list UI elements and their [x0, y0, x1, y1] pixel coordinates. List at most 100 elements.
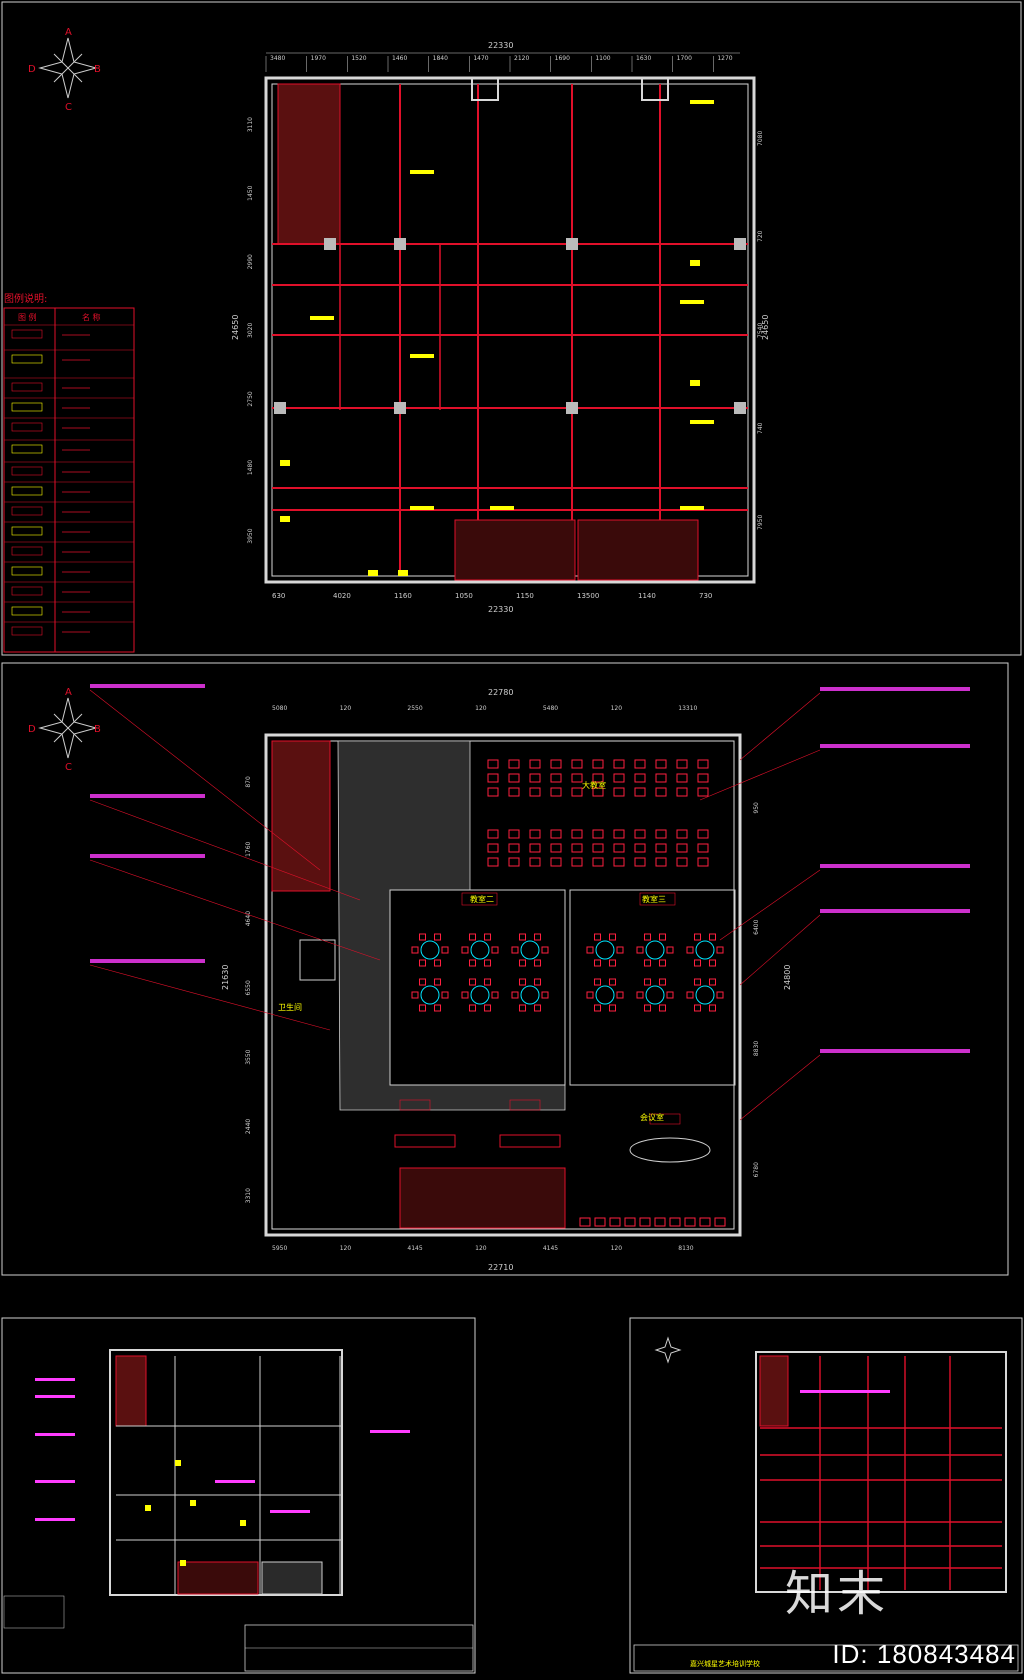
- dim-left: 1480: [247, 460, 254, 475]
- table-chair: [419, 1004, 426, 1012]
- classroom-chair: [676, 857, 688, 867]
- round-table: [420, 940, 440, 960]
- legend-symbol: [11, 382, 43, 392]
- classroom-chair: [487, 759, 499, 769]
- legend-title: 图例说明:: [4, 292, 47, 305]
- round-table: [595, 985, 615, 1005]
- compass-c: C: [65, 102, 72, 113]
- classroom-chair: [487, 843, 499, 853]
- round-table: [645, 940, 665, 960]
- ceiling-height-tag: [490, 506, 514, 510]
- bench-seat: [669, 1217, 681, 1227]
- classroom-chair: [655, 759, 667, 769]
- table-chair: [534, 959, 541, 967]
- dim-top: 120: [611, 705, 623, 712]
- classroom-chair: [697, 857, 709, 867]
- fixture-tag: [180, 1560, 186, 1566]
- dim-left: 1450: [247, 185, 254, 200]
- annotation-leader: [89, 689, 321, 871]
- table-chair: [709, 933, 716, 941]
- ceiling-height-tag: [310, 316, 334, 320]
- classroom-chair: [676, 787, 688, 797]
- compass-a: A: [65, 27, 72, 38]
- dim-bottom: 120: [340, 1245, 352, 1252]
- table-chair: [511, 946, 519, 954]
- table-chair: [644, 933, 651, 941]
- structural-column: [734, 238, 746, 250]
- table-chair: [461, 946, 469, 954]
- classroom-chair: [655, 787, 667, 797]
- plan2-total-bottom: 22710: [488, 1263, 513, 1272]
- classroom-chair: [697, 787, 709, 797]
- classroom-chair: [676, 829, 688, 839]
- structural-column: [734, 402, 746, 414]
- table-chair: [534, 978, 541, 986]
- classroom-chair: [613, 773, 625, 783]
- legend-symbol: [11, 329, 43, 339]
- table-chair: [586, 946, 594, 954]
- annotation-note: [820, 744, 970, 748]
- dim-bottom: 1160: [394, 592, 412, 600]
- dim-bottom: 13500: [577, 592, 599, 600]
- fixture-tag: [190, 1500, 196, 1506]
- dim-bottom: 4145: [407, 1245, 422, 1252]
- dim-left: 3550: [245, 1049, 252, 1064]
- dim-top: 1690: [555, 55, 570, 62]
- dim-bottom: 4145: [543, 1245, 558, 1252]
- fixture-tag: [398, 570, 408, 576]
- dim-right: 740: [757, 422, 764, 434]
- legend-symbol: [11, 546, 43, 556]
- ceiling-height-tag: [680, 300, 704, 304]
- legend-symbol: [11, 466, 43, 476]
- classroom-chair: [613, 829, 625, 839]
- annotation-note: [90, 794, 205, 798]
- dim-top: 1270: [717, 55, 732, 62]
- meeting-table-small: [299, 939, 336, 981]
- annotation-leader: [89, 964, 331, 1031]
- round-table: [595, 940, 615, 960]
- table-chair: [519, 1004, 526, 1012]
- legend-symbol: [11, 626, 43, 636]
- table-chair: [659, 1004, 666, 1012]
- table-chair: [666, 946, 674, 954]
- structural-column: [274, 402, 286, 414]
- table-chair: [694, 933, 701, 941]
- annotation-note: [820, 909, 970, 913]
- table-chair: [469, 1004, 476, 1012]
- classroom-chair: [655, 773, 667, 783]
- bench-seat: [639, 1217, 651, 1227]
- classroom-chair: [613, 843, 625, 853]
- classroom-chair: [529, 857, 541, 867]
- fixture-tag: [175, 1460, 181, 1466]
- structural-column: [566, 238, 578, 250]
- table-chair: [491, 991, 499, 999]
- table-chair: [636, 991, 644, 999]
- structural-column: [394, 238, 406, 250]
- classroom-chair: [634, 857, 646, 867]
- bench-seat: [699, 1217, 711, 1227]
- table-chair: [534, 933, 541, 941]
- annotation-note: [35, 1395, 75, 1398]
- table-chair: [609, 1004, 616, 1012]
- table-chair: [666, 991, 674, 999]
- table-chair: [491, 946, 499, 954]
- classroom-chair: [655, 857, 667, 867]
- dim-right: 7950: [757, 515, 764, 530]
- room-tag-box: [509, 1099, 541, 1111]
- classroom-chair: [529, 843, 541, 853]
- table-chair: [716, 946, 724, 954]
- table-chair: [594, 933, 601, 941]
- dim-top: 2550: [407, 705, 422, 712]
- table-chair: [594, 959, 601, 967]
- corridor-tag: [499, 1134, 561, 1148]
- table-chair: [411, 946, 419, 954]
- plan1-total-right: 24650: [761, 315, 770, 340]
- table-chair: [636, 946, 644, 954]
- dim-left: 6550: [245, 980, 252, 995]
- classroom-chair: [634, 773, 646, 783]
- classroom-chair: [550, 787, 562, 797]
- classroom-chair: [529, 759, 541, 769]
- legend-header-name: 名 称: [82, 312, 101, 322]
- compass2-a: A: [65, 687, 72, 698]
